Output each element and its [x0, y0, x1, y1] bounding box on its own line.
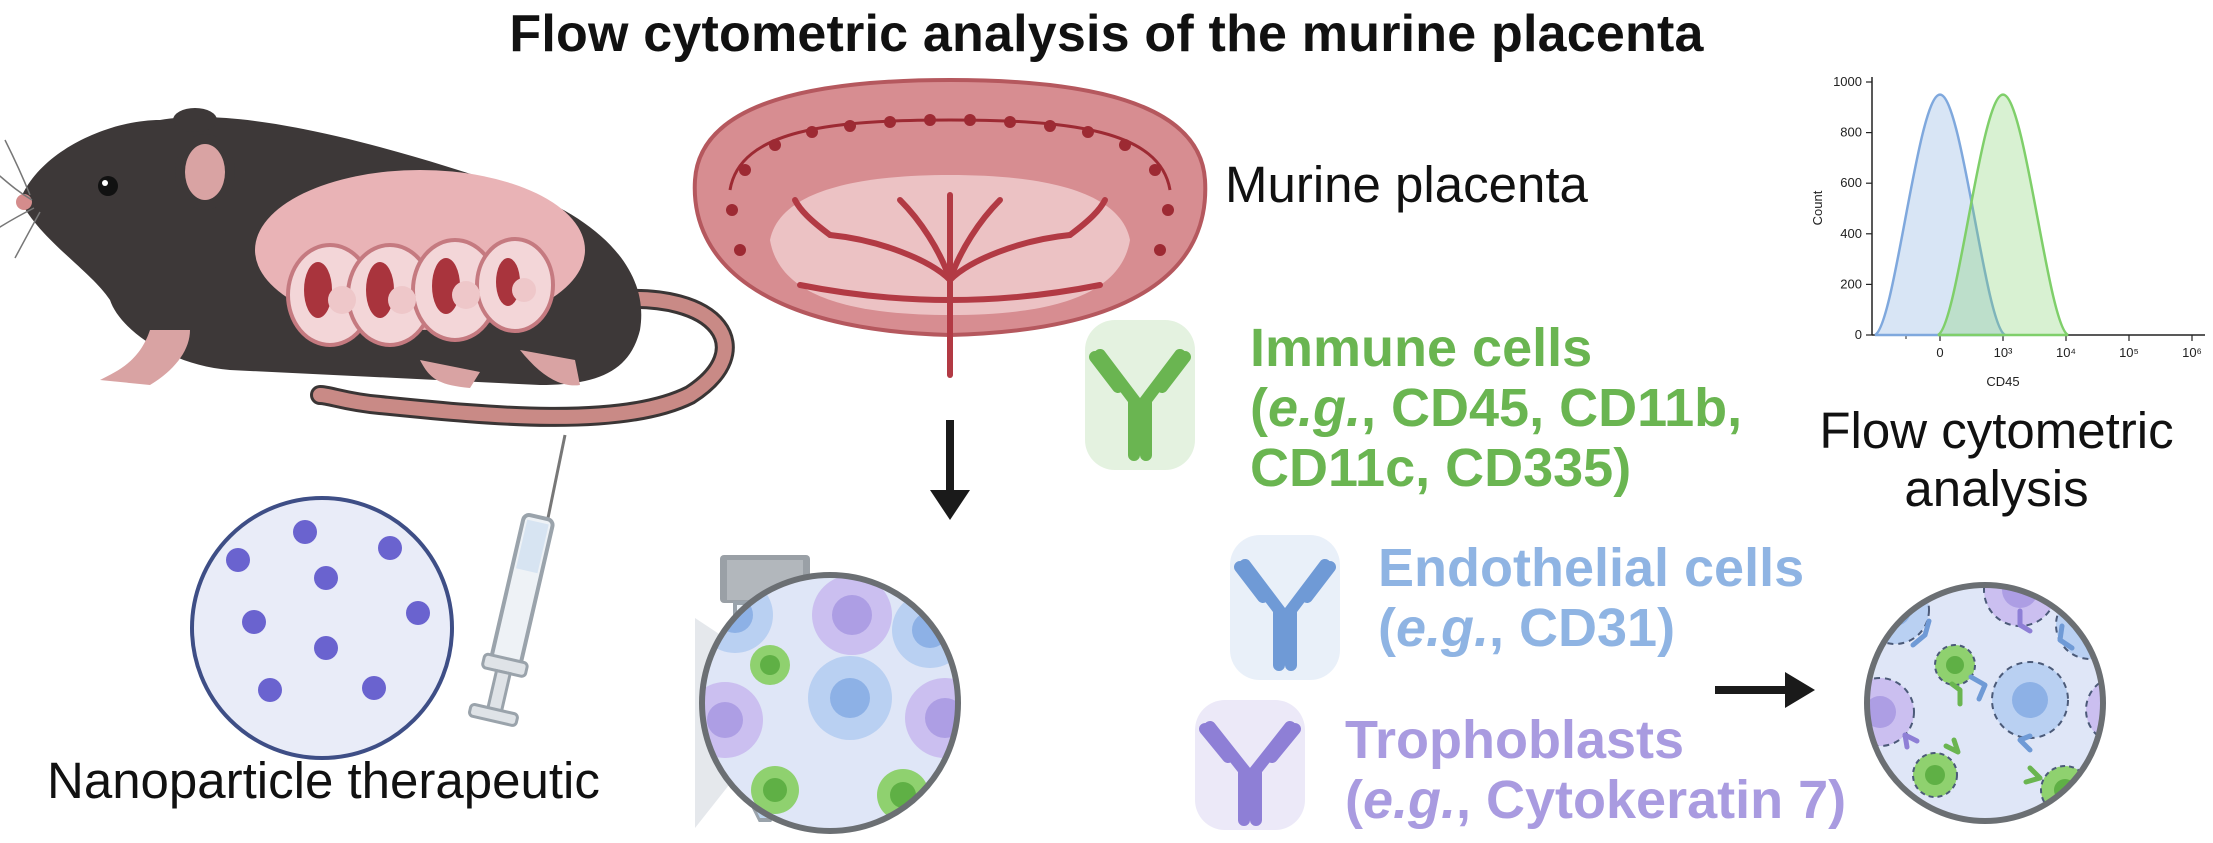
- flow-analysis-label: Flow cytometric analysis: [1819, 402, 2174, 517]
- y-tick-label: 400: [1840, 226, 1862, 241]
- y-tick-label: 1000: [1833, 74, 1862, 89]
- placenta-illustration: [692, 77, 1208, 378]
- category-immune-name: Immune cells: [1250, 318, 1593, 378]
- y-tick-label: 0: [1855, 327, 1862, 342]
- nanoparticle-bubble: [190, 496, 454, 760]
- x-tick-label: 10⁶: [2182, 345, 2202, 360]
- uterus-fetuses: [255, 170, 585, 347]
- cell-suspension-bubble: [699, 572, 961, 834]
- x-tick-label: 10⁵: [2119, 345, 2139, 360]
- stained-cells-bubble: [1864, 582, 2106, 824]
- y-axis-label: Count: [1810, 190, 1825, 225]
- category-endothelial: Endothelial cells (e.g., CD31): [1378, 538, 1804, 658]
- nanoparticle-label: Nanoparticle therapeutic: [47, 752, 600, 809]
- category-trophoblast: Trophoblasts (e.g., Cytokeratin 7): [1345, 710, 1846, 830]
- mouse-illustration: [0, 108, 735, 427]
- x-tick-label: 10³: [1994, 345, 2013, 360]
- category-immune-markers: (e.g., CD45, CD11b,: [1250, 378, 1743, 438]
- y-tick-label: 600: [1840, 175, 1862, 190]
- category-immune: Immune cells (e.g., CD45, CD11b, CD11c, …: [1250, 318, 1742, 498]
- nanoparticle-dots: [226, 520, 430, 702]
- category-trophoblast-name: Trophoblasts: [1345, 710, 1685, 770]
- category-endothelial-name: Endothelial cells: [1378, 538, 1805, 598]
- category-immune-markers-2: CD11c, CD335): [1250, 438, 1632, 498]
- page-title: Flow cytometric analysis of the murine p…: [509, 5, 1704, 63]
- category-trophoblast-markers: (e.g., Cytokeratin 7): [1345, 770, 1847, 830]
- placenta-label: Murine placenta: [1225, 156, 1588, 213]
- down-arrow: [930, 420, 970, 520]
- histogram-series-2: [1937, 93, 2069, 337]
- antibody-icon-trophoblast: [1195, 700, 1305, 830]
- category-endothelial-markers: (e.g., CD31): [1378, 598, 1676, 658]
- histogram-series-1: [1874, 93, 2006, 337]
- right-arrow: [1715, 672, 1815, 708]
- y-tick-label: 200: [1840, 276, 1862, 291]
- x-tick-label: 10⁴: [2056, 345, 2076, 360]
- x-tick-label: 0: [1936, 345, 1943, 360]
- antibody-icon-immune: [1085, 320, 1195, 470]
- y-tick-label: 800: [1840, 125, 1862, 140]
- x-axis-label: CD45: [1986, 374, 2019, 389]
- antibody-icon-endothelial: [1230, 535, 1340, 680]
